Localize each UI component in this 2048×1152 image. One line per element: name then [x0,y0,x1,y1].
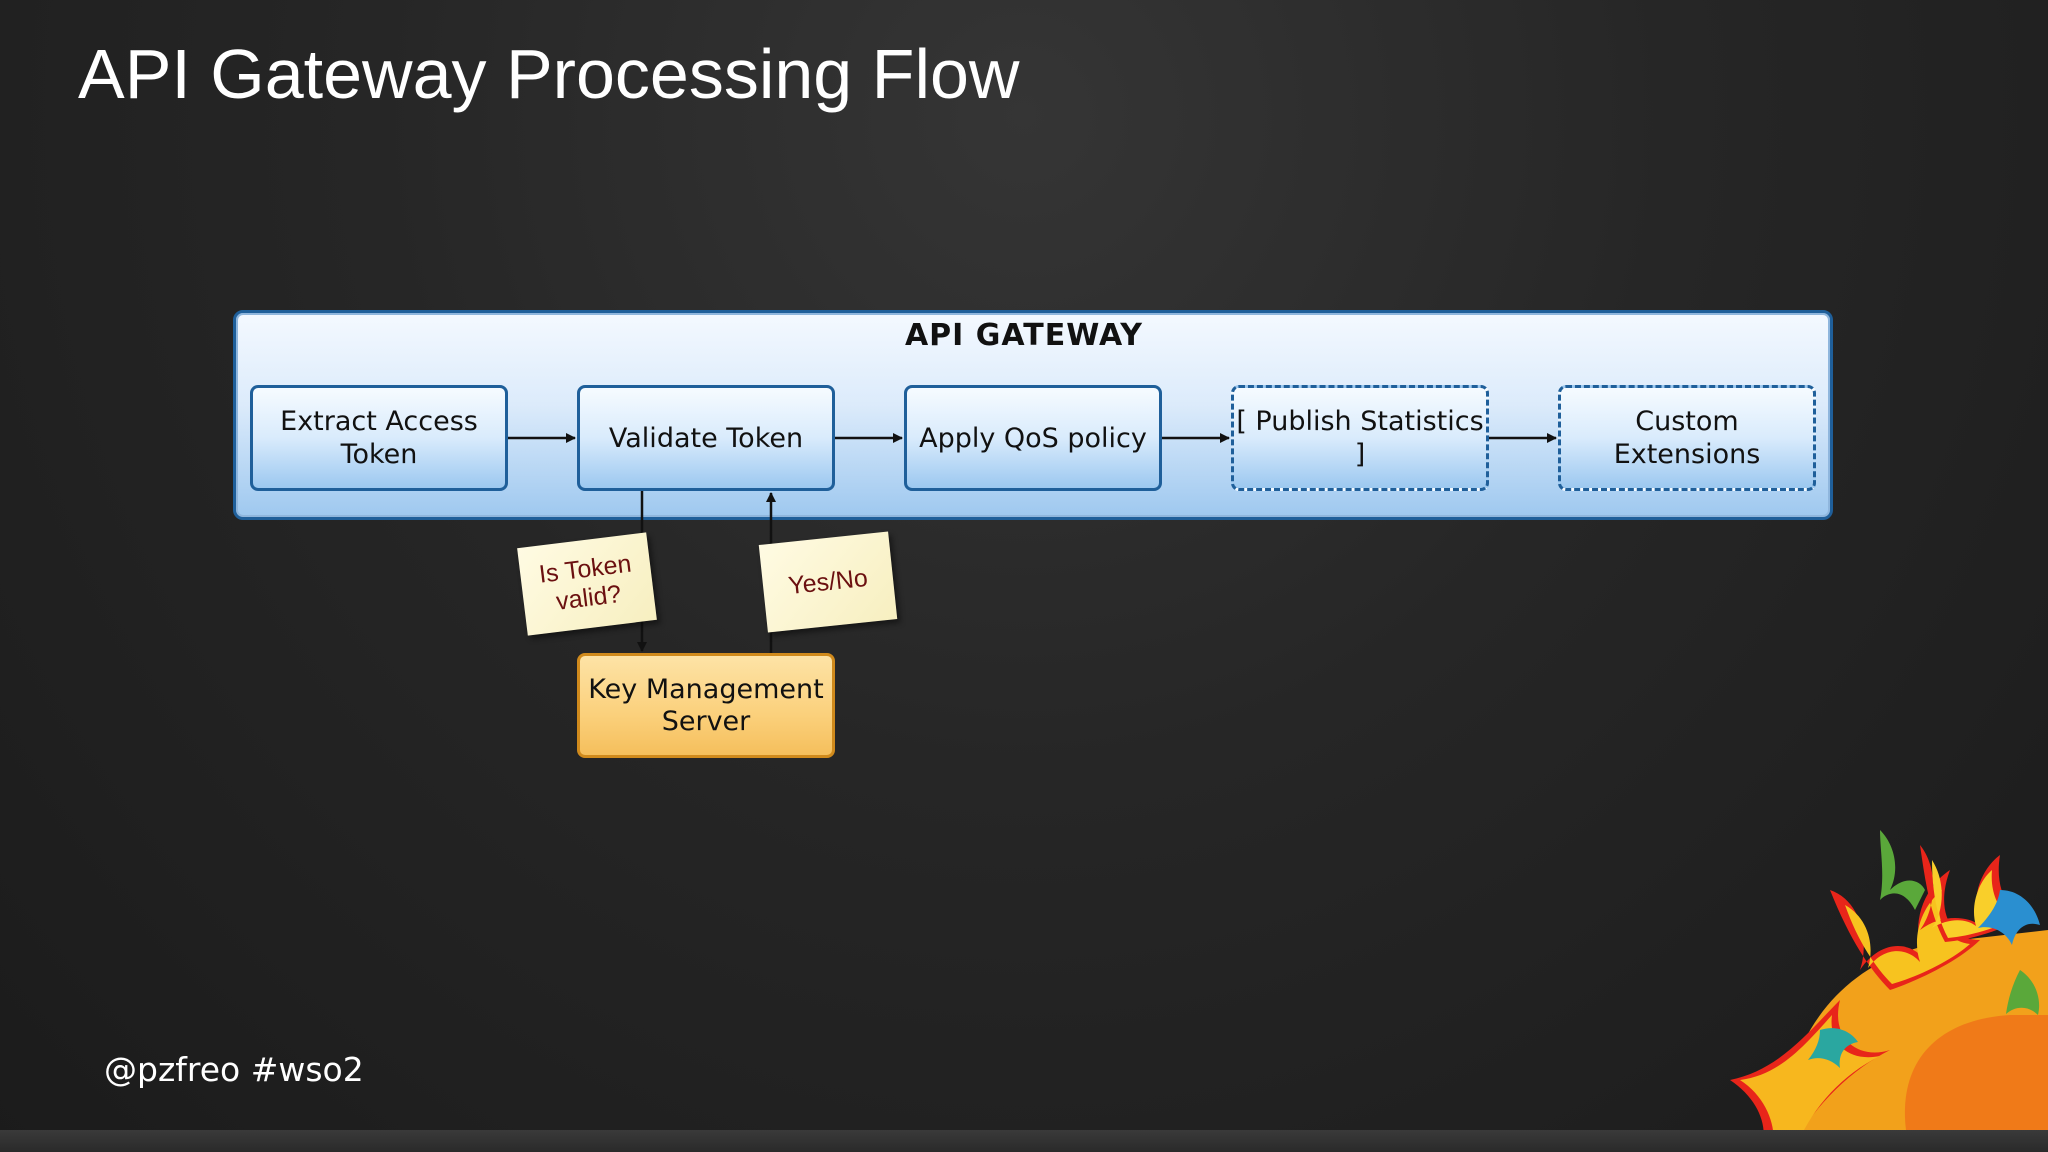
api-gateway-label: API GATEWAY [904,318,1144,353]
footer-handle: @pzfreo #wso2 [104,1050,364,1089]
note-is-token-valid: Is Token valid? [517,532,657,636]
key-management-server: Key Management Server [577,653,835,758]
step-validate-token: Validate Token [577,385,835,491]
sun-logo-icon [1730,830,2048,1152]
step-publish-statistics: [ Publish Statistics ] [1231,385,1489,491]
step-custom-extensions: Custom Extensions [1558,385,1816,491]
bottom-bar [0,1130,2048,1152]
step-extract-access-token: Extract Access Token [250,385,508,491]
slide-title: API Gateway Processing Flow [78,35,1020,113]
step-apply-qos-policy: Apply QoS policy [904,385,1162,491]
note-yes-no: Yes/No [758,531,898,633]
